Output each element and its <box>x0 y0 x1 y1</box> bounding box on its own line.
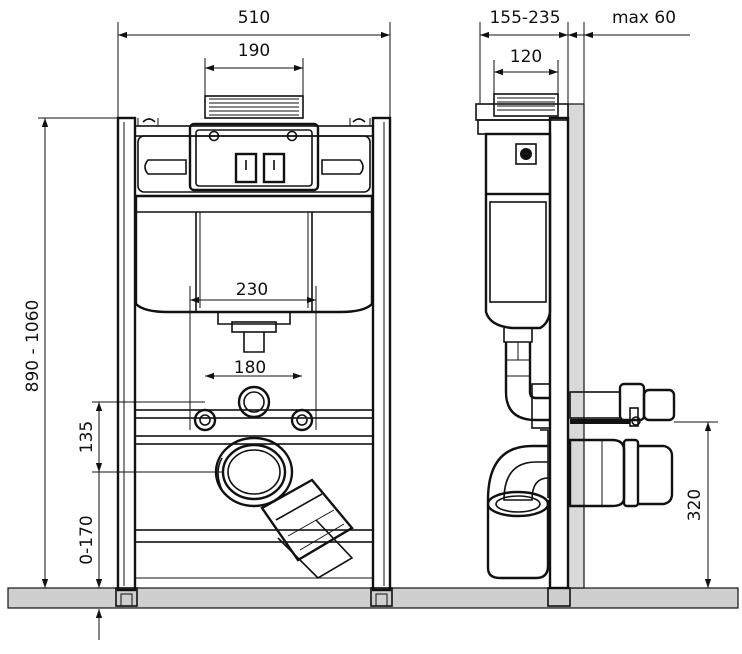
dim-total-height: 890 - 1060 <box>23 117 118 588</box>
frame-right-upright <box>370 116 393 607</box>
dim-label-180: 180 <box>234 358 266 378</box>
dim-label-155-235: 155-235 <box>489 8 560 28</box>
flush-panel-housing <box>137 95 371 193</box>
dim-label-230: 230 <box>236 280 268 300</box>
dim-label-135: 135 <box>77 421 97 453</box>
dim-panel-depth: 120 <box>493 47 559 94</box>
dim-label-890-1060: 890 - 1060 <box>23 300 43 393</box>
drain-connector <box>214 436 354 580</box>
mounting-bolts <box>193 408 314 432</box>
dim-drain-height: 135 <box>77 401 222 473</box>
dim-outlet-height: 320 <box>674 421 718 588</box>
side-cistern <box>484 132 552 343</box>
side-view: 155-235 max 60 120 320 <box>475 8 718 607</box>
frame-top-rail <box>134 118 374 137</box>
side-wall <box>567 103 585 589</box>
dim-label-320: 320 <box>685 489 705 521</box>
dim-floor-adjust: 0-170 <box>77 472 103 640</box>
cistern-tank <box>134 194 374 353</box>
dim-label-max-60: max 60 <box>612 8 676 28</box>
side-drain-outlet <box>568 438 674 508</box>
frame-left-upright <box>115 116 138 607</box>
side-frame-upright <box>475 103 571 607</box>
dim-label-510: 510 <box>238 8 270 28</box>
dim-wall-offset: max 60 <box>568 8 690 104</box>
dim-overall-width: 510 <box>117 8 391 118</box>
side-anchor-bolt <box>570 416 641 426</box>
dim-label-0-170: 0-170 <box>77 515 97 564</box>
dim-label-120: 120 <box>510 47 542 67</box>
dim-tank-width: 230 <box>189 280 317 430</box>
dim-label-190: 190 <box>238 41 270 61</box>
side-panel-top <box>493 93 559 117</box>
flush-pipe-outlet <box>237 385 271 419</box>
dim-panel-width: 190 <box>204 41 304 96</box>
side-flush-pipe <box>504 342 551 429</box>
side-drain-bend <box>486 429 550 580</box>
dim-bolt-spacing: 180 <box>205 358 302 380</box>
front-view: 510 190 230 180 135 <box>23 8 393 640</box>
